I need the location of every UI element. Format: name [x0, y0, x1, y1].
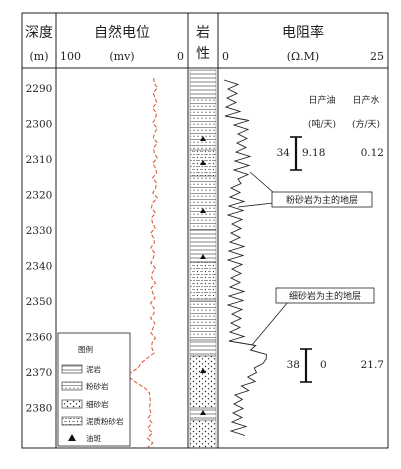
- oil-spot-marker: [200, 410, 206, 415]
- oil-spot-marker: [200, 208, 206, 213]
- lithology-interval: [189, 299, 217, 341]
- sp-scale-right: 0: [177, 50, 184, 63]
- legend-swatch-oilspot: [68, 434, 76, 441]
- lithology-header-2: 性: [196, 46, 210, 62]
- depth-tick-label: 2370: [26, 367, 53, 379]
- sp-header: 自然电位: [94, 24, 150, 41]
- legend-label: 细砂岩: [86, 399, 109, 409]
- annotation-fine-sand-text: 细砂岩为主的地层: [289, 290, 361, 302]
- test-oil-rate: 9.18: [302, 147, 325, 159]
- test-interval-marker: [300, 348, 312, 383]
- resistivity-header: 电阻率: [282, 24, 324, 41]
- depth-tick-label: 2350: [26, 296, 53, 308]
- test-layer-number: 38: [287, 359, 300, 371]
- lithology-interval: [189, 355, 217, 409]
- lithology-interval: [189, 419, 217, 449]
- oil-spot-marker: [200, 136, 206, 141]
- legend-label: 粉砂岩: [86, 381, 109, 391]
- lithology-interval: [189, 261, 217, 301]
- annotation-silt-text: 粉砂岩为主的地层: [286, 194, 358, 206]
- test-water-rate: 0.12: [361, 147, 384, 159]
- depth-tick-label: 2380: [26, 403, 53, 415]
- depth-tick-label: 2320: [26, 190, 53, 202]
- legend-label: 泥岩: [86, 364, 101, 374]
- legend-swatch-finesand: [61, 399, 83, 409]
- depth-axis: 2290 2300 2310 2320 2330 2340 2350 2360 2370 2380: [26, 83, 53, 415]
- legend-swatch-mudstone: [61, 364, 83, 374]
- res-scale-right: 25: [370, 50, 384, 63]
- legend: 图例 泥岩 粉砂岩 细砂岩 泥质粉砂岩 油斑: [57, 332, 131, 447]
- water-rate-label: 日产水: [352, 94, 379, 106]
- legend-label: 泥质粉砂岩: [86, 416, 124, 426]
- res-unit: (Ω.M): [287, 50, 319, 63]
- annotation-fine-sand: 细砂岩为主的地层: [251, 287, 375, 346]
- lithology-interval: [189, 69, 217, 99]
- legend-swatch-siltstone: [61, 381, 83, 391]
- depth-tick-label: 2300: [26, 119, 53, 131]
- lithology-header-1: 岩: [196, 25, 210, 41]
- test-water-rate: 21.7: [361, 359, 384, 371]
- test-oil-rate: 0: [320, 359, 327, 371]
- sp-curve: [129, 77, 159, 449]
- legend-swatch-argsilt: [61, 416, 83, 426]
- oil-spot-marker: [200, 368, 206, 373]
- depth-unit: (m): [29, 50, 48, 63]
- oil-spot-marker: [200, 254, 206, 259]
- resistivity-curve: [223, 79, 267, 436]
- legend-title: 图例: [78, 344, 93, 354]
- lithology-interval: [189, 339, 217, 357]
- oil-rate-unit: (吨/天): [308, 118, 336, 130]
- lithology-interval: [189, 175, 217, 231]
- sp-scale-left: 100: [60, 50, 81, 63]
- depth-header: 深度: [25, 25, 53, 41]
- test-interval-marker: [290, 136, 302, 171]
- depth-tick-label: 2340: [26, 261, 53, 273]
- depth-tick-label: 2330: [26, 225, 53, 237]
- lithology-column: [189, 69, 217, 449]
- test-layer-number: 34: [277, 147, 291, 159]
- lithology-interval: [189, 97, 217, 151]
- legend-label: 油斑: [86, 433, 101, 443]
- res-scale-left: 0: [222, 50, 229, 63]
- depth-tick-label: 2360: [26, 332, 53, 344]
- annotation-silt: 粉砂岩为主的地层: [237, 171, 373, 208]
- sp-unit: (mv): [109, 50, 134, 63]
- oil-spot-marker: [200, 160, 206, 165]
- oil-rate-label: 日产油: [308, 94, 335, 106]
- depth-tick-label: 2310: [26, 154, 53, 166]
- water-rate-unit: (方/天): [352, 118, 380, 130]
- depth-tick-label: 2290: [26, 83, 53, 95]
